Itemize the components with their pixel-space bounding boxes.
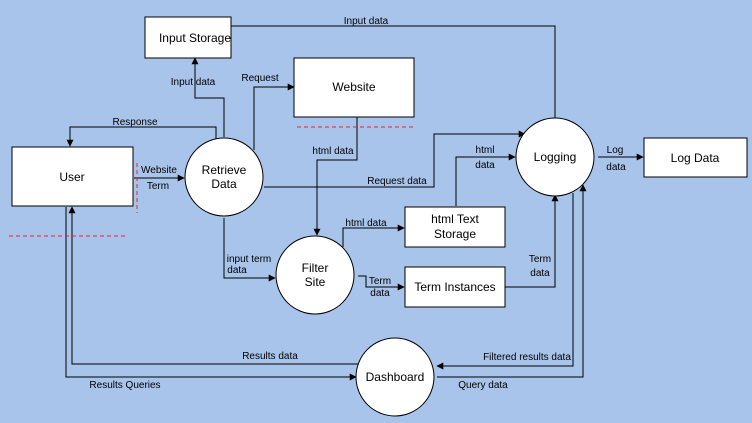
label-term-data-filter-2: data xyxy=(370,288,390,299)
label-log-data-1: Log xyxy=(607,145,624,156)
node-log-data-label: Log Data xyxy=(671,151,720,165)
edge-retrieve-to-user xyxy=(66,126,217,147)
label-response: Response xyxy=(112,117,157,128)
node-website: Website xyxy=(293,57,415,118)
label-term-data-filter-1: Term xyxy=(369,276,391,287)
label-results-data: Results data xyxy=(242,351,298,362)
label-log-data-2: data xyxy=(606,162,626,173)
edges xyxy=(65,25,644,381)
label-input-term-data-2: data xyxy=(227,265,247,276)
label-html-data-logging-2: data xyxy=(475,160,495,171)
edge-filter-to-htmlstorage xyxy=(342,224,405,247)
edge-filter-to-terminstances xyxy=(358,275,405,291)
label-website-term-2: Term xyxy=(147,181,169,192)
label-website-term-1: Website xyxy=(141,165,177,176)
node-filter-site-label-1: Filter xyxy=(302,261,329,275)
edge-retrieve-to-filter xyxy=(223,218,276,282)
label-html-data-filter: html data xyxy=(345,218,387,229)
node-term-instances-label: Term Instances xyxy=(414,280,495,294)
label-input-term-data-1: input term xyxy=(227,254,271,265)
node-retrieve-data: Retrieve Data xyxy=(184,137,264,217)
edge-htmlstorage-to-logging xyxy=(455,153,516,206)
edge-website-to-filter xyxy=(313,117,358,236)
edge-retrieve-to-website xyxy=(253,83,295,150)
node-user-label: User xyxy=(59,170,84,184)
label-input-data-left: Input data xyxy=(171,77,216,88)
edge-terminstances-to-logging xyxy=(495,194,559,288)
node-term-instances: Term Instances xyxy=(404,266,506,308)
edge-input-storage-to-logging xyxy=(231,25,559,141)
label-filtered-results-data: Filtered results data xyxy=(483,352,571,363)
node-dashboard: Dashboard xyxy=(355,337,435,417)
node-html-text-storage-label-2: Storage xyxy=(434,227,476,241)
edge-retrieve-to-input-storage xyxy=(191,57,225,137)
node-retrieve-data-label-1: Retrieve xyxy=(202,163,247,177)
edge-user-to-dashboard xyxy=(65,207,357,381)
node-input-storage: Input Storage xyxy=(144,16,232,59)
node-log-data: Log Data xyxy=(643,137,748,178)
label-request: Request xyxy=(241,73,278,84)
label-term-data-logging-2: data xyxy=(530,268,550,279)
edge-labels: Input data Input data Request Response W… xyxy=(89,16,626,391)
nodes: Input Storage Website User Retrieve Data… xyxy=(11,16,748,417)
label-input-data-top: Input data xyxy=(344,16,389,27)
label-query-data: Query data xyxy=(458,380,508,391)
label-request-data: Request data xyxy=(367,176,427,187)
node-user: User xyxy=(11,146,134,207)
node-website-label: Website xyxy=(332,80,375,94)
label-html-data-website: html data xyxy=(312,146,354,157)
node-dashboard-label: Dashboard xyxy=(366,370,425,384)
node-filter-site-label-2: Site xyxy=(305,275,326,289)
edge-dashboard-to-logging xyxy=(437,184,587,378)
edge-retrieve-to-logging xyxy=(264,130,526,188)
node-input-storage-label: Input Storage xyxy=(159,31,231,45)
edge-logging-to-dashboard xyxy=(436,193,574,370)
label-term-data-logging-1: Term xyxy=(529,254,551,265)
label-html-data-logging-1: html xyxy=(476,145,495,156)
edge-dashboard-to-user xyxy=(68,206,358,365)
node-retrieve-data-label-2: Data xyxy=(211,177,237,191)
node-html-text-storage-label-1: html Text xyxy=(431,212,479,226)
node-filter-site: Filter Site xyxy=(275,235,355,315)
node-logging: Logging xyxy=(515,117,595,197)
dashed-guides xyxy=(9,126,416,237)
node-html-text-storage: html Text Storage xyxy=(404,206,506,248)
label-results-queries: Results Queries xyxy=(89,380,160,391)
node-logging-label: Logging xyxy=(534,150,577,164)
